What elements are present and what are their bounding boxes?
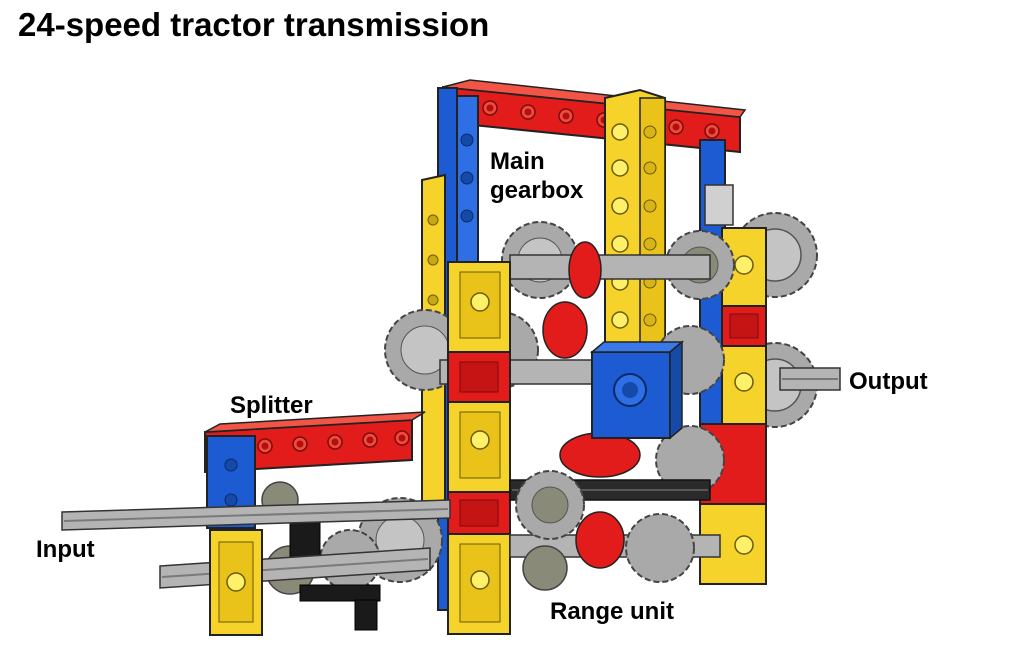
main-gearbox-label: Main gearbox — [490, 147, 583, 205]
main-frame-center-yellow-beam — [604, 88, 666, 356]
blue-center-brick — [589, 340, 685, 440]
left-brick-column — [447, 261, 511, 635]
range-unit-parts — [509, 470, 721, 591]
range-unit-label: Range unit — [550, 598, 674, 625]
main-gearbox-label-line1: Main — [490, 148, 545, 175]
splitter-label: Splitter — [230, 392, 313, 419]
page-title: 24-speed tractor transmission — [18, 6, 490, 43]
right-brick-column — [699, 184, 767, 585]
splitter-front-bracket — [209, 529, 263, 636]
output-axle — [779, 367, 841, 391]
input-label: Input — [36, 536, 95, 563]
output-label: Output — [849, 368, 928, 395]
main-gearbox-label-line2: gearbox — [490, 177, 584, 204]
